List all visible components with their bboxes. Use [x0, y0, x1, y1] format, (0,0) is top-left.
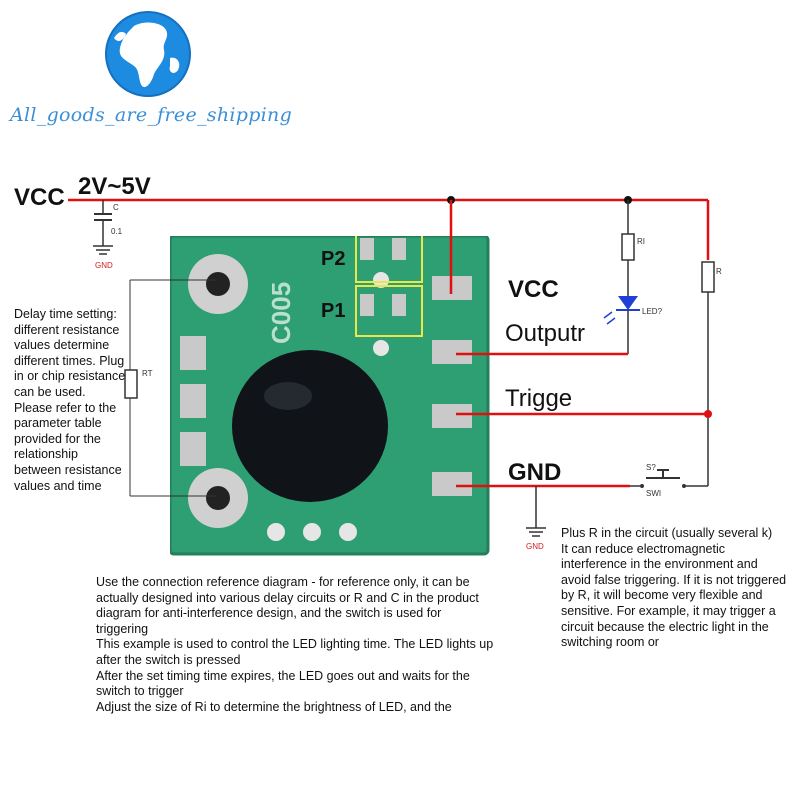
r-note-paragraph: Plus R in the circuit (usually several k… [561, 526, 773, 540]
delay-time-note: Delay time setting: different resistance… [14, 307, 126, 493]
p2-label: P2 [321, 248, 346, 270]
switch-ref-label: S? [646, 463, 656, 472]
pin-output-label: Outputr [505, 320, 586, 347]
reference-paragraph: After the set timing time expires, the L… [96, 668, 470, 699]
led-label: LED? [642, 307, 663, 316]
reference-paragraph: This example is used to control the LED … [96, 637, 494, 667]
voltage-label: 2V~5V [78, 173, 151, 200]
capacitor-label: C [113, 203, 119, 212]
capacitor-value: 0.1 [111, 227, 123, 236]
reference-paragraph: Adjust the size of Ri to determine the b… [96, 699, 452, 714]
pin-gnd-label: GND [508, 459, 562, 486]
switch-name-label: SWI [646, 489, 661, 498]
globe-logo-icon [105, 11, 191, 97]
resistor-rt [124, 369, 138, 399]
rt-label: RT [142, 369, 153, 378]
gnd-left-label: GND [95, 261, 113, 270]
module-silkscreen: C005 [266, 282, 296, 344]
resistor-ri [621, 233, 635, 261]
timer-module-board: C005 [170, 236, 490, 556]
r-label: R [716, 267, 722, 276]
pin-trigger-label: Trigge [505, 385, 573, 412]
r-note-paragraph: It can reduce electromagnetic interferen… [561, 541, 787, 650]
led-icon [618, 296, 638, 310]
r-resistor-note: Plus R in the circuit (usually several k… [561, 526, 787, 651]
vcc-label: VCC [14, 184, 65, 211]
gnd-bottom-label: GND [526, 542, 544, 551]
resistor-r [701, 261, 715, 293]
p1-label: P1 [321, 300, 346, 322]
pin-vcc-label: VCC [508, 276, 559, 303]
ri-label: RI [637, 237, 645, 246]
reference-paragraph: Use the connection reference diagram - f… [96, 575, 479, 636]
shipping-slogan: All_goods_are_free_shipping [10, 104, 293, 126]
reference-note: Use the connection reference diagram - f… [96, 575, 496, 715]
